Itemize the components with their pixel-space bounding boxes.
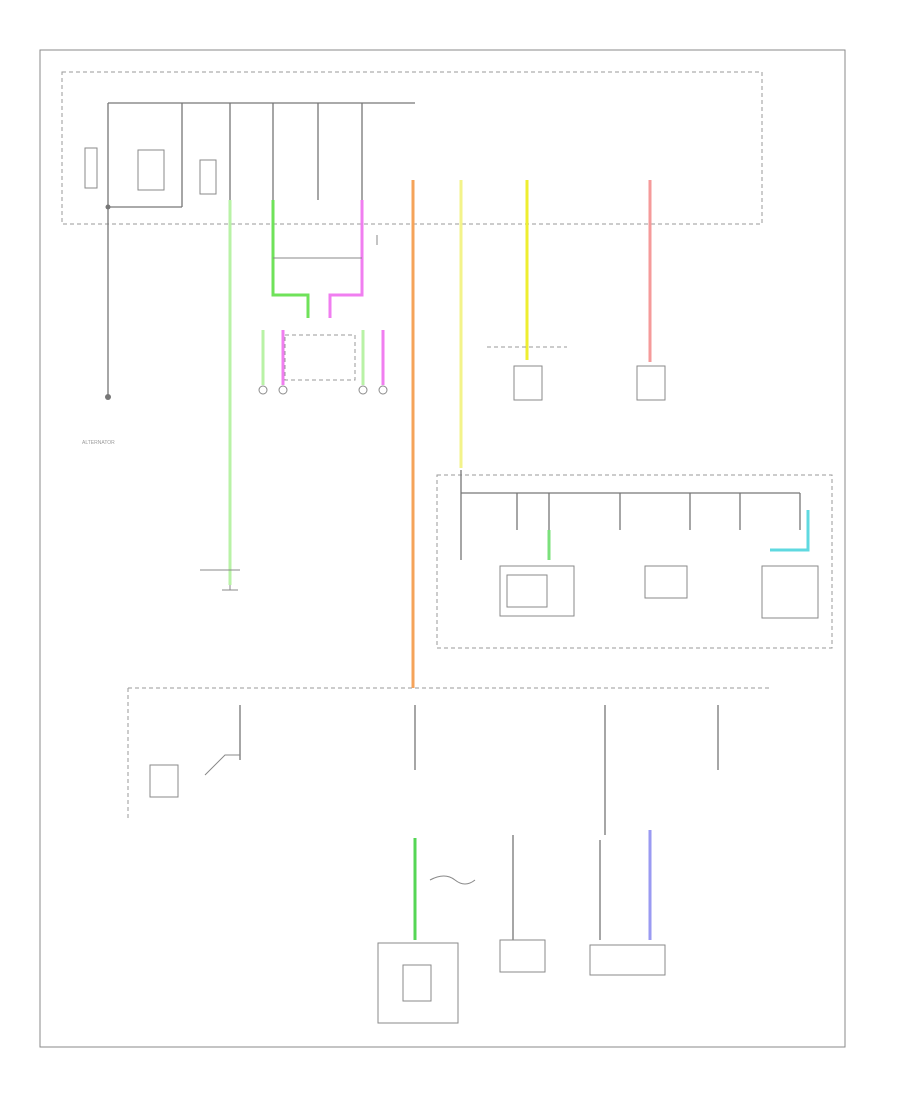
middle-fuse-box (436, 474, 833, 649)
wire-cyan (770, 510, 810, 552)
outer-border (39, 49, 846, 1048)
component-yellow (513, 365, 543, 401)
relay-module (499, 565, 575, 617)
wire-pink (328, 200, 364, 318)
wire-green (271, 200, 310, 318)
control-unit (377, 942, 459, 1024)
component-red (636, 365, 666, 401)
alternator-label: ALTERNATOR (82, 440, 115, 446)
top-fuse-box (61, 71, 763, 225)
